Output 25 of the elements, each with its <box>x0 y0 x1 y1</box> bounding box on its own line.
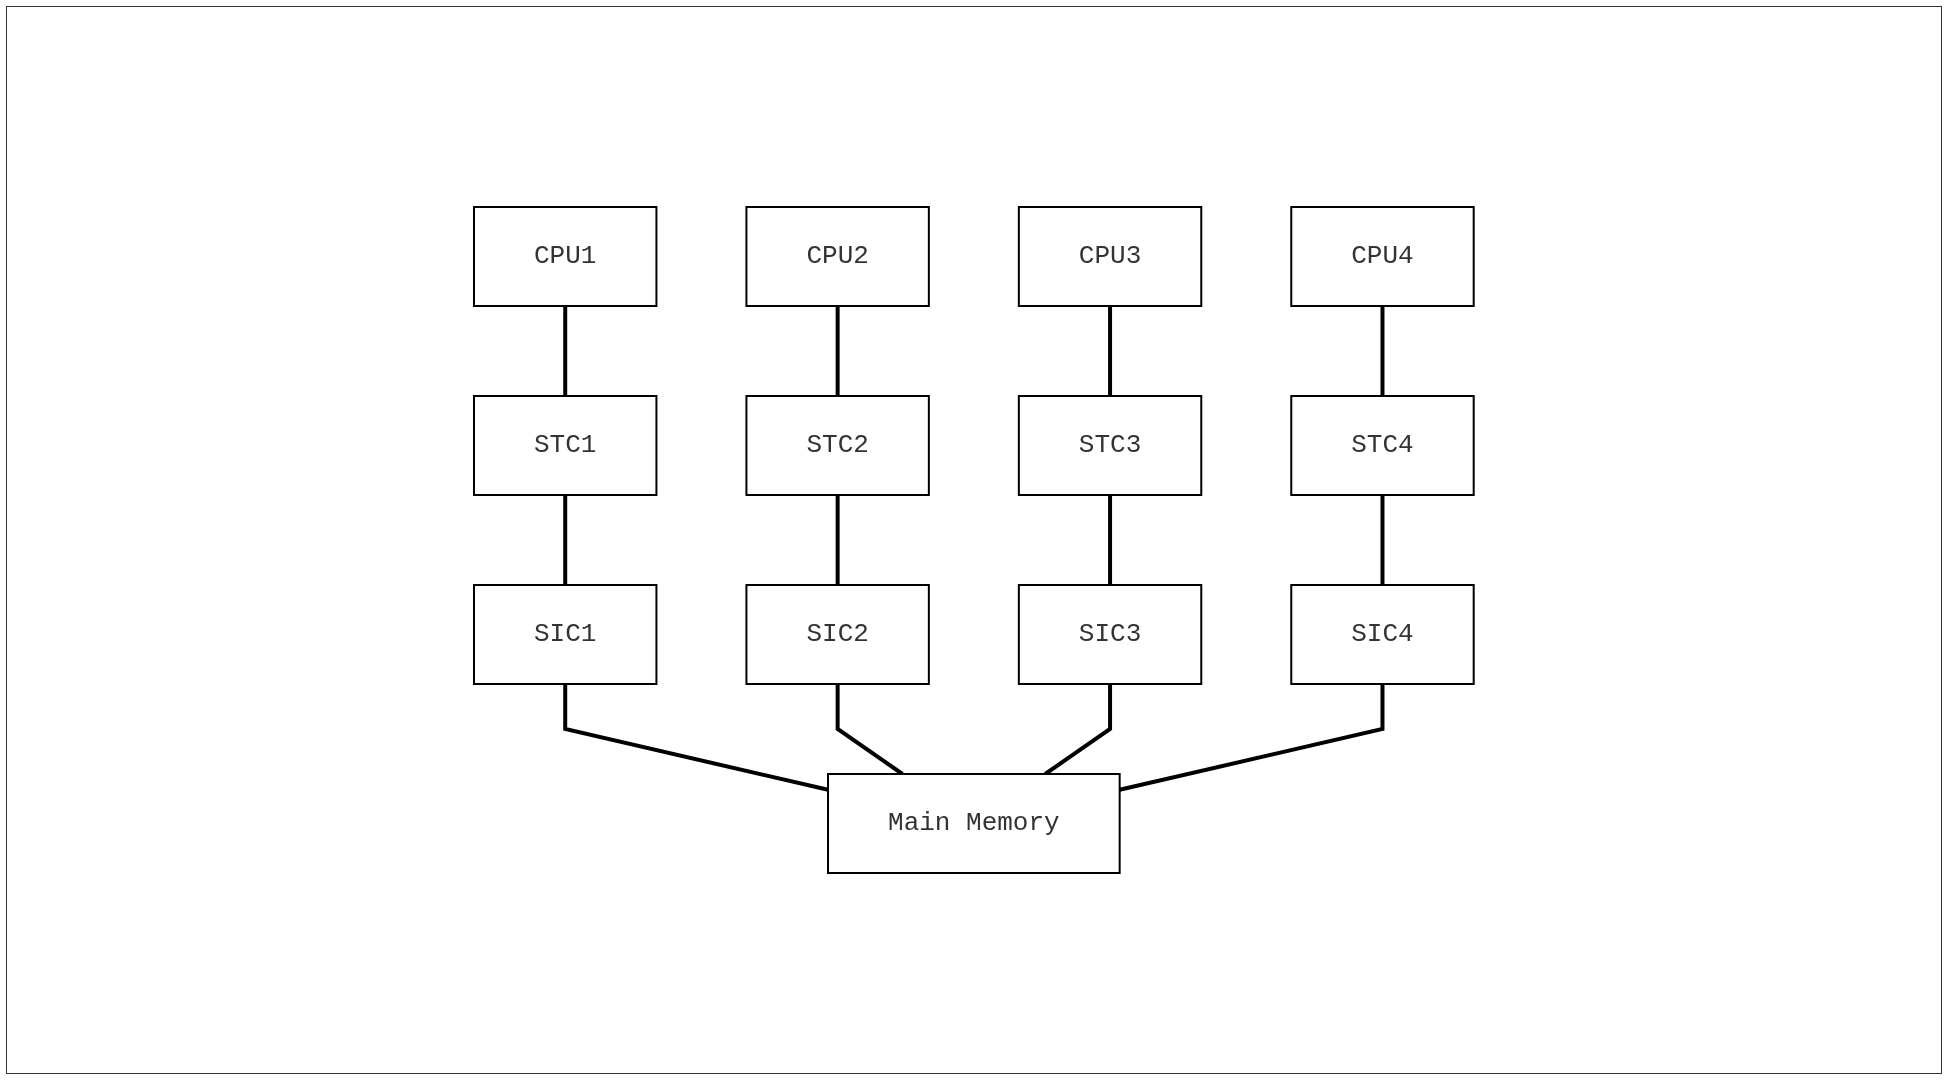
connector <box>1119 684 1385 792</box>
node-box: SIC1 <box>473 584 658 685</box>
node-box: STC2 <box>745 395 930 496</box>
connector <box>563 495 568 585</box>
node-box: CPU4 <box>1290 206 1475 307</box>
node-box: CPU1 <box>473 206 658 307</box>
node-box: STC3 <box>1018 395 1203 496</box>
node-box: SIC4 <box>1290 584 1475 685</box>
connector <box>563 306 568 396</box>
node-box: CPU2 <box>745 206 930 307</box>
node-box: Main Memory <box>827 773 1121 874</box>
connector <box>563 684 829 792</box>
connector <box>835 684 904 776</box>
connector <box>1044 684 1113 776</box>
connector <box>835 495 840 585</box>
connector <box>835 306 840 396</box>
node-box: STC4 <box>1290 395 1475 496</box>
connector <box>1108 306 1113 396</box>
node-box: STC1 <box>473 395 658 496</box>
node-box: SIC2 <box>745 584 930 685</box>
connector <box>1380 306 1385 396</box>
node-box: SIC3 <box>1018 584 1203 685</box>
connector <box>1108 495 1113 585</box>
connector <box>1380 495 1385 585</box>
node-box: CPU3 <box>1018 206 1203 307</box>
